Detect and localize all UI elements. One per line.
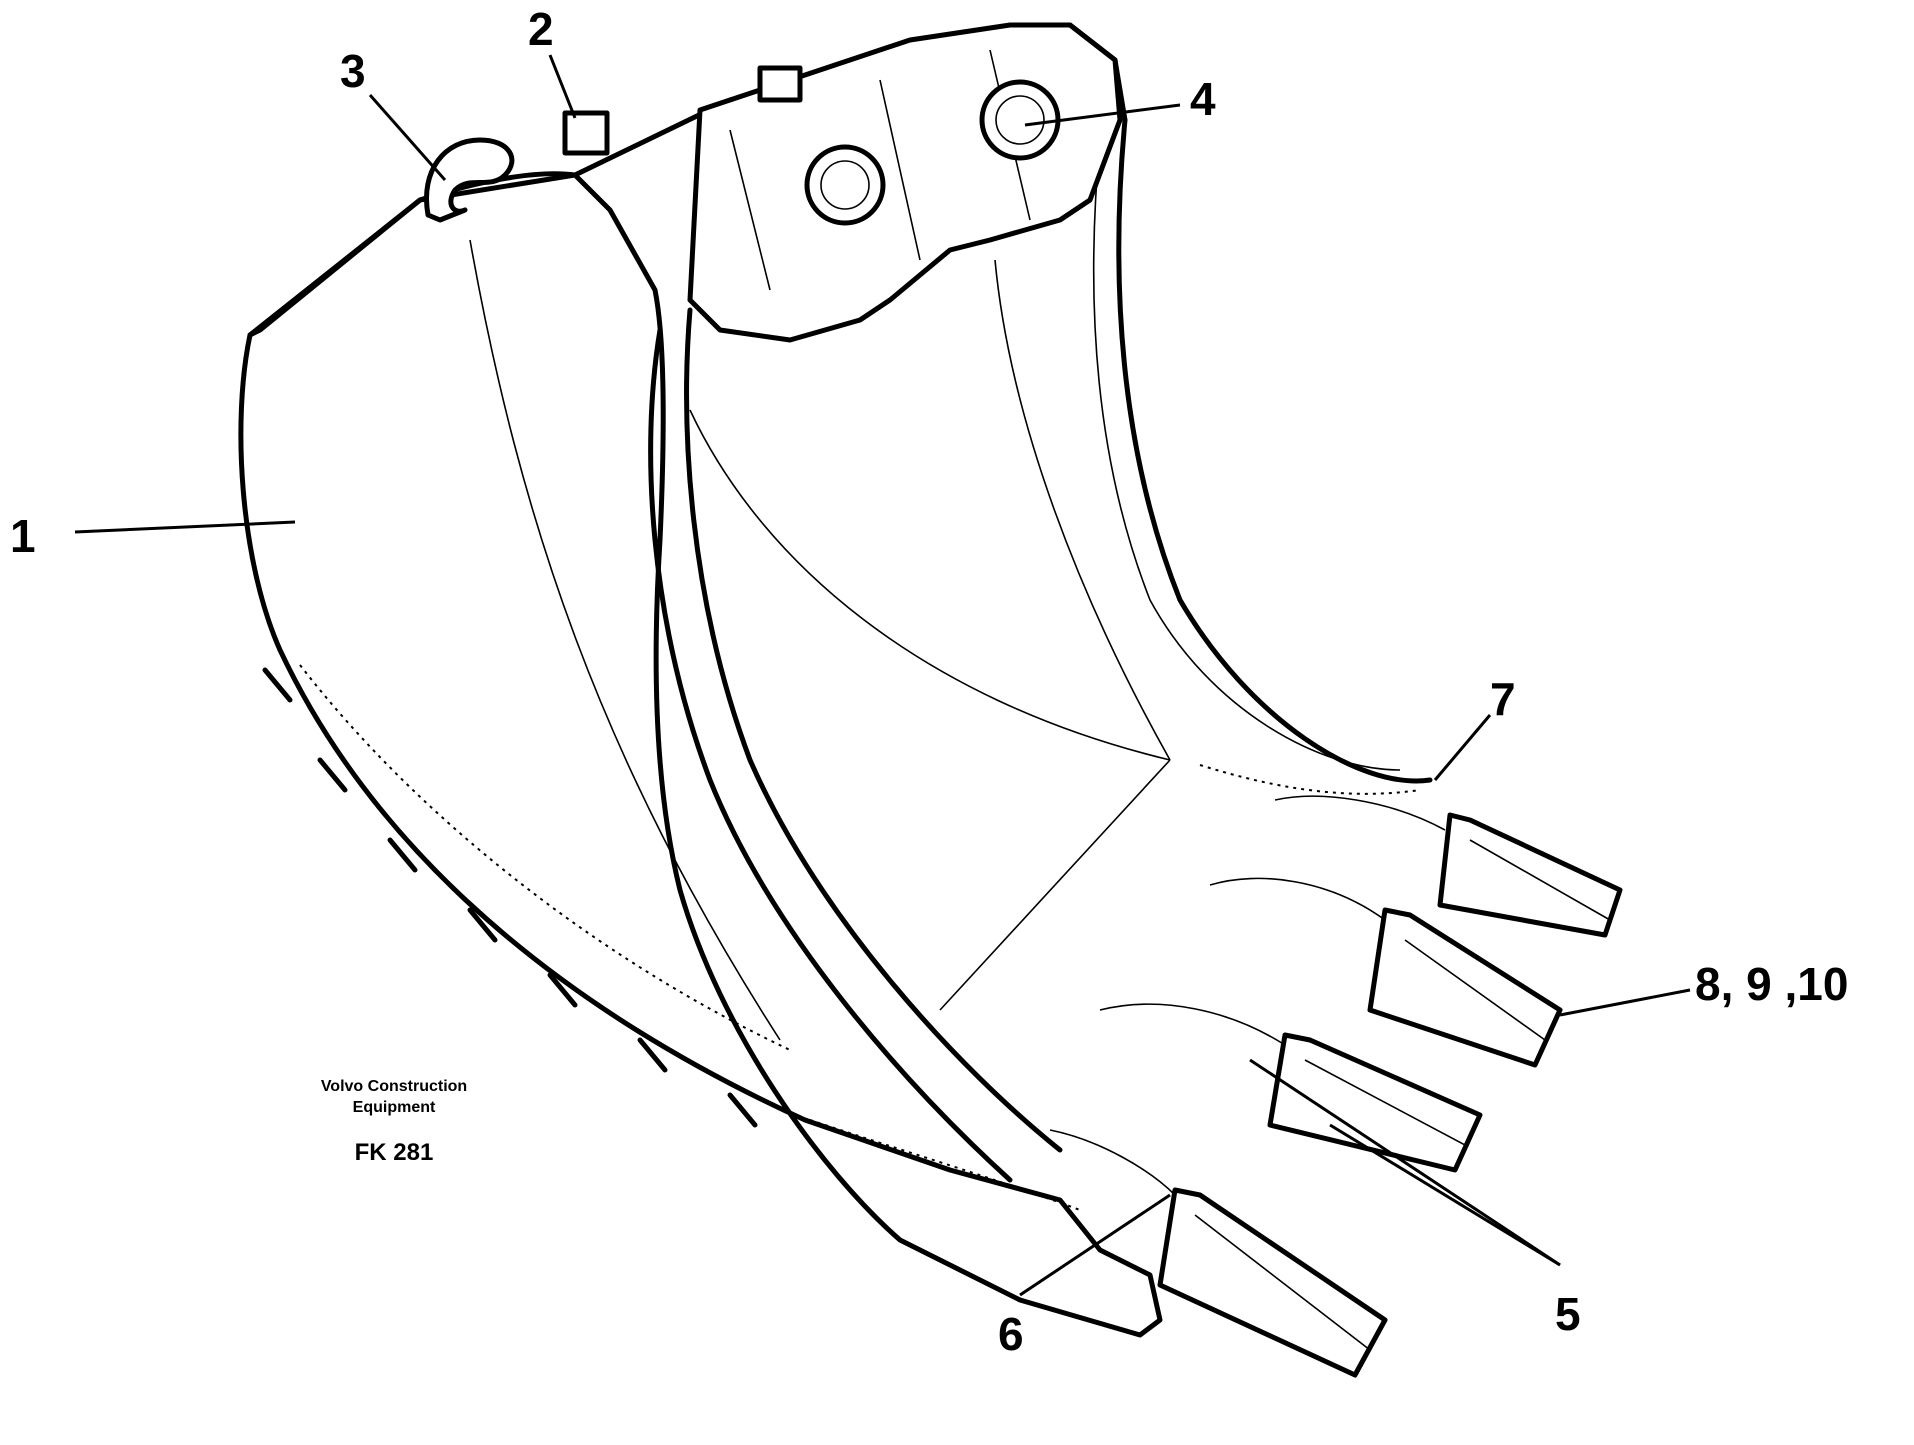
- hinge-pin-left: [804, 144, 886, 226]
- leader-5a: [1249, 1058, 1561, 1267]
- tooth-2: [1367, 907, 1563, 1068]
- lifting-hook: [424, 137, 515, 223]
- callout-3: 3: [340, 45, 366, 97]
- callout-5: 5: [1555, 1288, 1581, 1340]
- figure-code: FK 281: [355, 1139, 434, 1166]
- wear-strips: [262, 667, 758, 1128]
- credit-line-1: Volvo Construction: [321, 1078, 467, 1095]
- callout-8-9-10: 8, 9 ,10: [1695, 958, 1848, 1010]
- callout-1: 1: [10, 510, 36, 562]
- leader-8: [1559, 988, 1691, 1017]
- callout-7: 7: [1490, 673, 1516, 725]
- credit-line-2: Equipment: [353, 1099, 436, 1116]
- leader-1: [74, 520, 296, 534]
- leader-4: [1024, 103, 1181, 127]
- bucket-right-plate-inner: [1092, 139, 1401, 771]
- tooth-3: [1267, 1032, 1483, 1173]
- bucket-mouth-inner: [684, 307, 1063, 1153]
- callout-2: 2: [528, 3, 554, 55]
- leader-7: [1433, 714, 1492, 781]
- hinge-pin-right: [979, 79, 1061, 161]
- bucket-mouth-curve: [648, 327, 1013, 1183]
- top-lug-left: [562, 110, 610, 156]
- bucket-interior-back: [994, 259, 1171, 761]
- bucket-right-plate: [1116, 117, 1433, 784]
- hinge-bracket: [687, 22, 1123, 343]
- leader-2: [548, 54, 577, 119]
- top-lug-right: [757, 65, 803, 103]
- callout-6: 6: [998, 1308, 1024, 1360]
- bucket-side-line: [469, 239, 781, 1041]
- bucket-interior-line: [689, 409, 1171, 761]
- tooth-adapters: [1049, 795, 1446, 1196]
- hinge-pin-left-inner: [820, 160, 870, 210]
- tooth-1: [1437, 812, 1623, 938]
- leader-3: [368, 94, 447, 181]
- leader-6: [1019, 1193, 1171, 1297]
- weld-seam-bottom: [299, 664, 791, 1051]
- weld-seam-lip: [809, 1119, 1081, 1211]
- bucket-interior-diagonal: [939, 759, 1171, 1011]
- tooth-4: [1157, 1187, 1388, 1378]
- callout-4: 4: [1190, 73, 1216, 125]
- bucket-side-shell: [238, 171, 1163, 1338]
- hinge-pin-right-inner: [995, 95, 1045, 145]
- leader-5b: [1329, 1123, 1561, 1267]
